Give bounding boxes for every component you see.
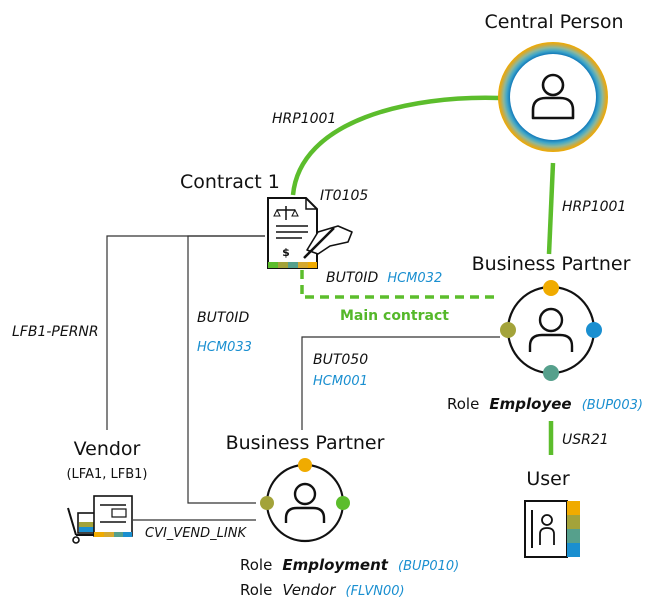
bp-employment-title: Business Partner — [226, 432, 385, 454]
link-contract-central-person — [290, 95, 501, 196]
label-lfb1-pernr: LFB1-PERNR — [12, 324, 99, 340]
label-usr21: USR21 — [562, 432, 609, 448]
user-node: User — [524, 468, 580, 558]
link-main-contract — [300, 270, 495, 299]
label-cvi-vend-link: CVI_VEND_LINK — [145, 526, 247, 541]
connections — [106, 95, 556, 521]
edge-labels: HRP1001 HRP1001 IT0105 BUT0ID HCM032 Mai… — [12, 111, 626, 541]
label-main-contract: Main contract — [340, 308, 449, 324]
bp-employee-title: Business Partner — [472, 253, 631, 275]
bp-employment-node: Business Partner Role Employment (BUP010… — [226, 432, 460, 599]
contract-node: Contract 1 $ — [180, 171, 353, 269]
central-person-title: Central Person — [484, 11, 623, 33]
user-badge-icon — [524, 500, 580, 558]
link-contract-bp-employment — [187, 235, 265, 504]
contract-title: Contract 1 — [180, 171, 280, 193]
label-hrp1001-bp: HRP1001 — [562, 199, 626, 215]
label-but050: BUT050 — [313, 352, 368, 368]
label-but0id-hcm032: BUT0ID HCM032 — [326, 267, 442, 286]
person-icon — [531, 73, 575, 120]
bp-employee-node: Business Partner Role Employee (BUP003) — [447, 253, 643, 413]
label-hrp1001-contract: HRP1001 — [272, 111, 336, 127]
bp-employee-role: Role Employee (BUP003) — [447, 394, 643, 413]
vendor-cart-icon — [67, 495, 133, 544]
link-central-person-bp — [546, 162, 556, 255]
contract-document-icon: $ — [267, 197, 353, 269]
link-bp-employee-bp-employment — [301, 336, 500, 430]
label-but0id-left: BUT0ID — [197, 310, 249, 326]
vendor-subtitle: (LFA1, LFB1) — [66, 467, 147, 482]
label-hcm001: HCM001 — [313, 374, 368, 389]
user-title: User — [526, 468, 569, 490]
vendor-title: Vendor — [74, 438, 141, 460]
bp-employment-role-vendor: Role Vendor (FLVN00) — [240, 580, 405, 599]
label-hcm033: HCM033 — [197, 340, 252, 355]
svg-text:$: $ — [282, 246, 290, 259]
bp-employment-role-employment: Role Employment (BUP010) — [240, 555, 459, 574]
link-contract-vendor — [106, 235, 265, 430]
central-person-node: Central Person — [484, 11, 624, 152]
label-it0105: IT0105 — [320, 188, 368, 204]
business-partner-icon — [500, 280, 602, 381]
business-partner-icon — [260, 458, 350, 543]
vendor-node: Vendor (LFA1, LFB1) — [66, 438, 148, 544]
